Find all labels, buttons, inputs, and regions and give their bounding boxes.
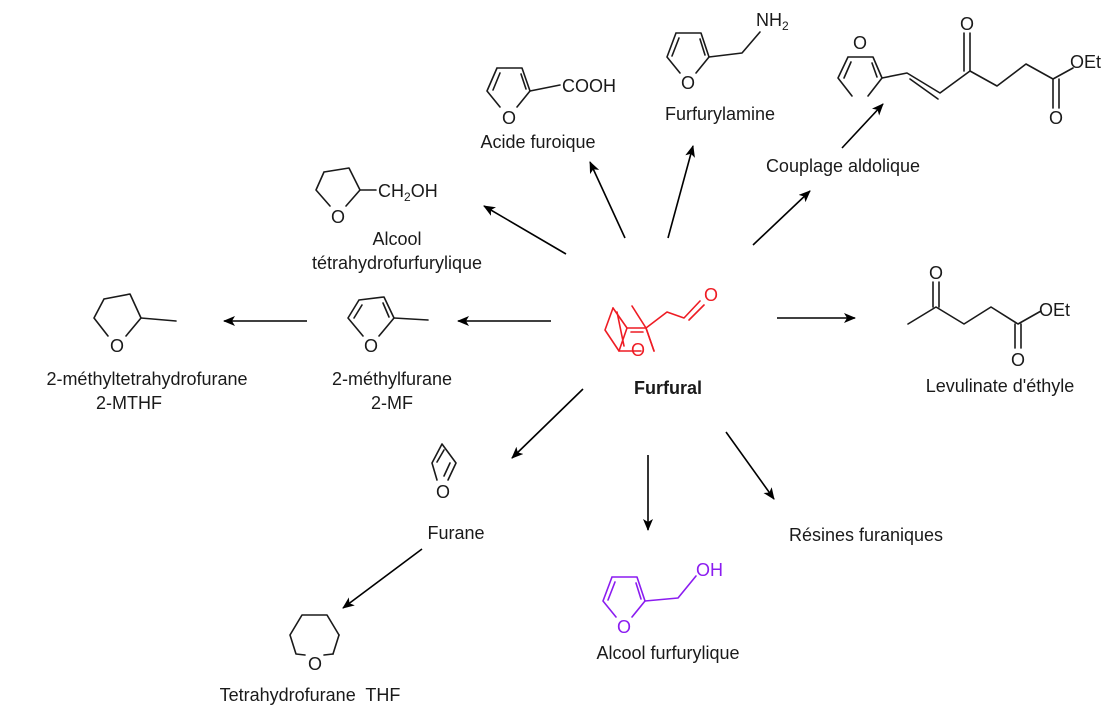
levulinate-oet: OEt xyxy=(1039,300,1070,320)
arrow-to-thf xyxy=(342,548,423,609)
acide-furoique-cooh: COOH xyxy=(562,76,616,96)
thf-structure: O xyxy=(289,614,340,674)
furfurylamine-nh2: NH2 xyxy=(756,10,789,33)
couplage-keto-oxygen: O xyxy=(960,14,974,34)
alcool-furfurylique-oh: OH xyxy=(696,560,723,580)
arrow-to-furane xyxy=(511,388,584,459)
methylfurane-label-line2: 2-MF xyxy=(371,393,413,413)
furane-structure: O xyxy=(431,443,457,502)
methylfurane-ring-oxygen: O xyxy=(364,336,378,356)
alcool-furfurylique-label: Alcool furfurylique xyxy=(596,643,739,663)
arrow-to-acide-furoique xyxy=(589,161,626,239)
methylfurane-structure: O xyxy=(347,296,429,356)
couplage-ester-carbonyl-oxygen: O xyxy=(1049,108,1063,128)
methylfurane-label-line1: 2-méthylfurane xyxy=(332,369,452,389)
mthf-label-line1: 2-méthyltetrahydrofurane xyxy=(46,369,247,389)
levulinate-ester-carbonyl-oxygen: O xyxy=(1011,350,1025,370)
arrow-from-couplage-aldolique-to-product xyxy=(841,103,884,149)
arrow-to-alcool-thf xyxy=(483,205,567,255)
arrow-to-furfurylamine xyxy=(667,145,695,239)
mthf-label-line2: 2-MTHF xyxy=(96,393,162,413)
furfural-aldehyde-oxygen: O xyxy=(704,285,718,305)
couplage-aldolique-structure: O O O OEt xyxy=(837,14,1101,128)
furfural-structure: O O xyxy=(604,285,718,360)
alcool-thf-ch2oh: CH2OH xyxy=(378,181,438,204)
furfurylamine-label: Furfurylamine xyxy=(665,104,775,124)
alcool-furfurylique-ring-oxygen: O xyxy=(617,617,631,637)
acide-furoique-structure: O COOH xyxy=(486,67,616,128)
mthf-structure: O xyxy=(93,293,177,356)
furane-ring-oxygen: O xyxy=(436,482,450,502)
alcool-thf-ring-oxygen: O xyxy=(331,207,345,227)
mthf-ring-oxygen: O xyxy=(110,336,124,356)
furane-label: Furane xyxy=(427,523,484,543)
couplage-ring-oxygen: O xyxy=(853,33,867,53)
levulinate-structure: O O OEt xyxy=(907,263,1070,370)
thf-ring-oxygen: O xyxy=(308,654,322,674)
furfurylamine-ring-oxygen: O xyxy=(681,73,695,93)
reaction-arrows xyxy=(223,103,884,609)
resines-furaniques-label: Résines furaniques xyxy=(789,525,943,545)
couplage-oet: OEt xyxy=(1070,52,1101,72)
alcool-furfurylique-structure: O OH xyxy=(602,560,723,637)
levulinate-keto-oxygen: O xyxy=(929,263,943,283)
thf-label: Tetrahydrofurane THF xyxy=(220,685,401,705)
alcool-thf-label-line1: Alcool xyxy=(372,229,421,249)
furfurylamine-structure: O NH2 xyxy=(666,10,789,93)
alcool-thf-label-line2: tétrahydrofurfurylique xyxy=(312,253,482,273)
alcool-thf-structure: O CH2OH xyxy=(315,167,438,227)
acide-furoique-label: Acide furoique xyxy=(480,132,595,152)
arrow-to-resines xyxy=(725,431,775,500)
furfural-ring-oxygen: O xyxy=(631,340,645,360)
levulinate-label: Levulinate d'éthyle xyxy=(926,376,1075,396)
couplage-aldolique-label: Couplage aldolique xyxy=(766,156,920,176)
acide-furoique-ring-oxygen: O xyxy=(502,108,516,128)
furfural-label: Furfural xyxy=(634,378,702,398)
arrow-to-couplage-aldolique-from-furfural xyxy=(752,190,811,246)
